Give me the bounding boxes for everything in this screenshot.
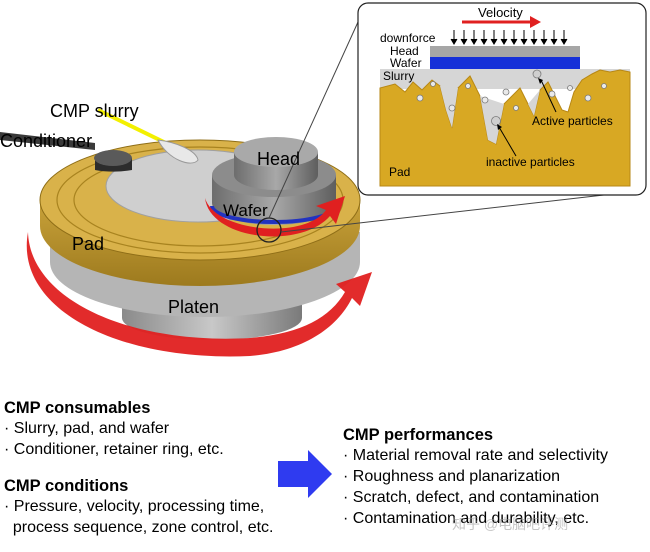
inset-slurry [380, 69, 630, 89]
flow-arrow [278, 450, 332, 498]
performances-item: · Roughness and planarization [343, 468, 561, 485]
inset-head-label: Head [390, 44, 419, 58]
inset-velocity-label: Velocity [478, 5, 523, 20]
right-text-block: CMP performances · Material removal rate… [343, 425, 608, 529]
performances-item: · Material removal rate and selectivity [343, 447, 608, 464]
conditions-item: · Pressure, velocity, processing time, [4, 498, 265, 515]
inactive-particle-pointer [498, 126, 517, 157]
inset-head [430, 46, 580, 57]
inset-active-label: Active particles [532, 114, 613, 128]
head-rotation-arrow [205, 196, 345, 237]
inset-downforce-label: downforce [380, 31, 436, 45]
inset-wafer [430, 57, 580, 69]
pad-rotation-arrow [26, 232, 372, 357]
pad-label: Pad [72, 234, 104, 254]
performances-item: · Scratch, defect, and contamination [343, 489, 600, 506]
callout-line-top [268, 21, 359, 219]
conditions-item: process sequence, zone control, etc. [4, 519, 274, 536]
active-particle-pointer [540, 79, 557, 113]
slurry-nozzle [97, 108, 199, 164]
consumables-item: · Conditioner, retainer ring, etc. [4, 441, 224, 458]
inset-slurry-label: Slurry [383, 69, 414, 83]
inset-pad [379, 69, 631, 187]
callout-line-bottom [280, 191, 631, 233]
left-text-block: CMP consumables · Slurry, pad, and wafer… [4, 398, 273, 538]
conditioner [0, 132, 132, 172]
consumables-heading: CMP consumables [4, 399, 151, 417]
inset-wafer-label: Wafer [390, 56, 422, 70]
head-label: Head [257, 149, 300, 169]
platen-label: Platen [168, 297, 219, 317]
consumables-item: · Slurry, pad, and wafer [4, 420, 170, 437]
performances-item: · Contamination and durability, etc. [343, 510, 590, 527]
performances-heading: CMP performances [343, 426, 494, 444]
inset-panel: Velocity downforce Head Wafer Slurry Act… [357, 2, 647, 196]
slurry-particles [416, 69, 607, 126]
inset-pad-label: Pad [389, 165, 410, 179]
conditioner-label: Conditioner [0, 131, 92, 151]
watermark: 知乎 @电脑吧评测 [452, 516, 569, 532]
wafer-label: Wafer [223, 201, 268, 220]
slurry-label: CMP slurry [50, 101, 139, 121]
inset-inactive-label: inactive particles [486, 155, 575, 169]
downforce-arrows [450, 30, 568, 45]
conditions-heading: CMP conditions [4, 477, 129, 495]
